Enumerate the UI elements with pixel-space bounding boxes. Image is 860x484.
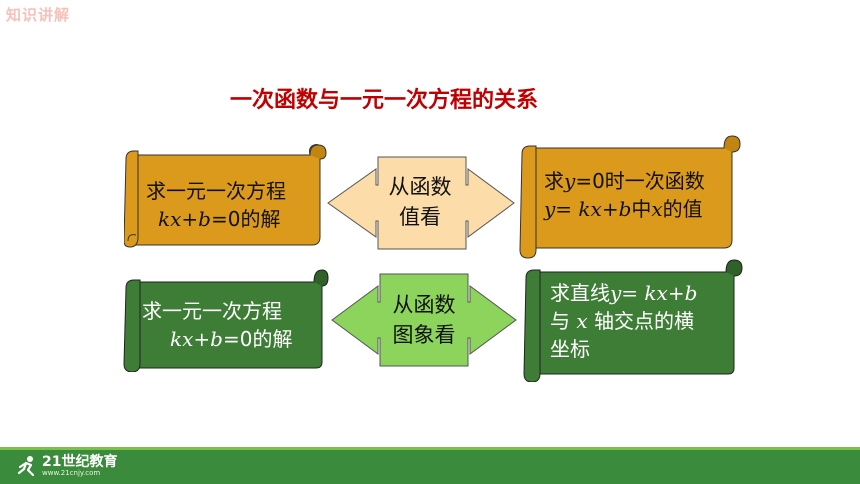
- math-y: y: [564, 169, 576, 193]
- scroll-top-right-text: 求y=0时一次函数 y= kx+b中x的值: [544, 167, 705, 223]
- math-x: x: [651, 197, 663, 221]
- scroll-line: 求一元一次方程: [146, 179, 286, 203]
- scroll-top-left: [124, 144, 327, 248]
- arrow-bottom-label: 从函数 图象看: [372, 290, 476, 350]
- scroll-bottom-left-text: 求一元一次方程 kx+b=0的解: [142, 297, 292, 353]
- scroll-line: 求: [544, 169, 564, 193]
- math-x: x: [576, 309, 588, 333]
- page-title: 一次函数与一元一次方程的关系: [230, 88, 539, 113]
- scroll-line: 求直线: [550, 281, 610, 305]
- arrow-line: 图象看: [392, 323, 456, 347]
- scroll-line: 的值: [662, 197, 703, 221]
- arrow-line: 从函数: [388, 175, 452, 199]
- scroll-line: 求一元一次方程: [142, 299, 282, 323]
- footer-bar: [0, 447, 860, 484]
- double-arrow-top: [327, 156, 515, 250]
- math-kxb: kx+b: [158, 207, 211, 231]
- scroll-line: 中: [631, 197, 652, 221]
- scroll-line: 的解: [252, 327, 293, 351]
- double-arrow-bottom: [331, 273, 517, 367]
- arrow-top-label: 从函数 值看: [370, 172, 470, 232]
- math-eq: =0: [222, 327, 253, 351]
- scroll-line: 的解: [240, 207, 281, 231]
- math-equation: y= kx+b: [610, 281, 698, 305]
- scroll-line: 轴交点的横: [587, 309, 694, 333]
- math-eq: =0: [210, 207, 241, 231]
- scroll-bottom-right-text: 求直线y= kx+b 与 x 轴交点的横 坐标: [550, 279, 697, 363]
- logo-text: 21世纪教育: [42, 454, 118, 470]
- section-tag: 知识讲解: [6, 6, 71, 24]
- scroll-top-left-text: 求一元一次方程 kx+b=0的解: [146, 177, 286, 233]
- runner-icon: [17, 456, 35, 477]
- footer-accent-line: [0, 447, 860, 450]
- arrow-line: 值看: [399, 205, 441, 229]
- scroll-bottom-right: [523, 259, 743, 382]
- math-equation: y= kx+b: [544, 197, 632, 221]
- scroll-bottom-left: [123, 269, 329, 372]
- scroll-line: 与: [550, 309, 577, 333]
- scroll-line: 坐标: [550, 337, 590, 361]
- footer-logo: 21世纪教育 www.21cnjy.com: [16, 452, 117, 480]
- arrow-line: 从函数: [392, 293, 456, 317]
- math-kxb: kx+b: [170, 327, 223, 351]
- scroll-line: =0时一次函数: [575, 169, 705, 193]
- scroll-top-right: [519, 135, 741, 259]
- logo-subtext: www.21cnjy.com: [42, 469, 101, 477]
